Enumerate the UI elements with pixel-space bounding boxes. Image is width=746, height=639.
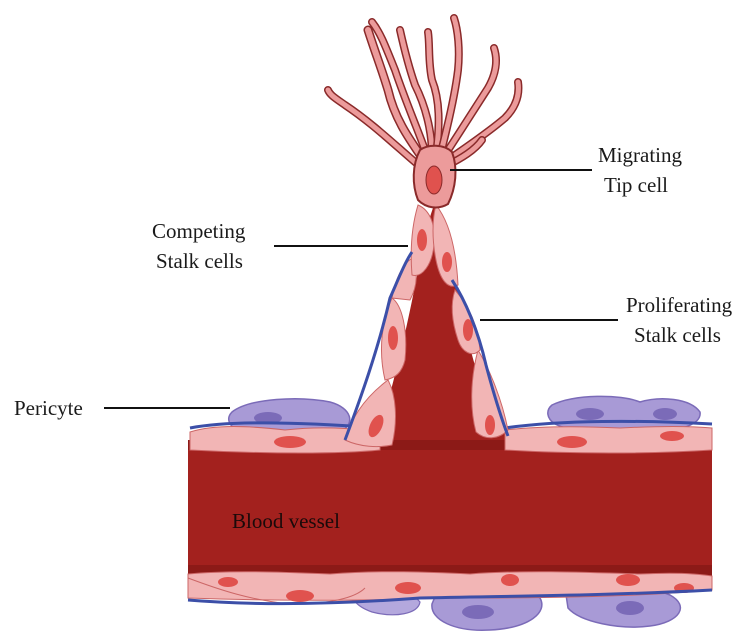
label-tip-cell: Migrating Tip cell (450, 143, 682, 197)
stalk-nucleus (485, 415, 495, 435)
label-line: Proliferating (626, 293, 733, 317)
stalk-nucleus (463, 319, 473, 341)
endothelial-nucleus (286, 590, 314, 602)
label-line: Competing (152, 219, 246, 243)
label-competing: Competing Stalk cells (152, 219, 408, 273)
endothelial-nucleus (395, 582, 421, 594)
stalk-nucleus (417, 229, 427, 251)
stalk-nucleus (442, 252, 452, 272)
label-line: Stalk cells (156, 249, 243, 273)
label-line: Tip cell (604, 173, 668, 197)
pericyte-nucleus (576, 408, 604, 420)
label-pericyte: Pericyte (14, 396, 230, 420)
endothelial-cell (505, 427, 712, 454)
pericyte-nucleus (653, 408, 677, 420)
pericyte-nucleus (462, 605, 494, 619)
tip-cell-nucleus (426, 166, 442, 194)
stalk-nucleus (388, 326, 398, 350)
endothelial-nucleus (274, 436, 306, 448)
tip-cell (328, 18, 518, 207)
endothelial-nucleus (660, 431, 684, 441)
endothelial-nucleus (557, 436, 587, 448)
label-line: Migrating (598, 143, 682, 167)
endothelial-nucleus (218, 577, 238, 587)
label-blood-vessel: Blood vessel (232, 509, 340, 533)
label-proliferating: Proliferating Stalk cells (480, 293, 733, 347)
endothelial-nucleus (501, 574, 519, 586)
endothelial-nucleus (616, 574, 640, 586)
stalk-cell (345, 380, 395, 447)
pericyte-nucleus (616, 601, 644, 615)
label-line: Stalk cells (634, 323, 721, 347)
label-line: Pericyte (14, 396, 83, 420)
